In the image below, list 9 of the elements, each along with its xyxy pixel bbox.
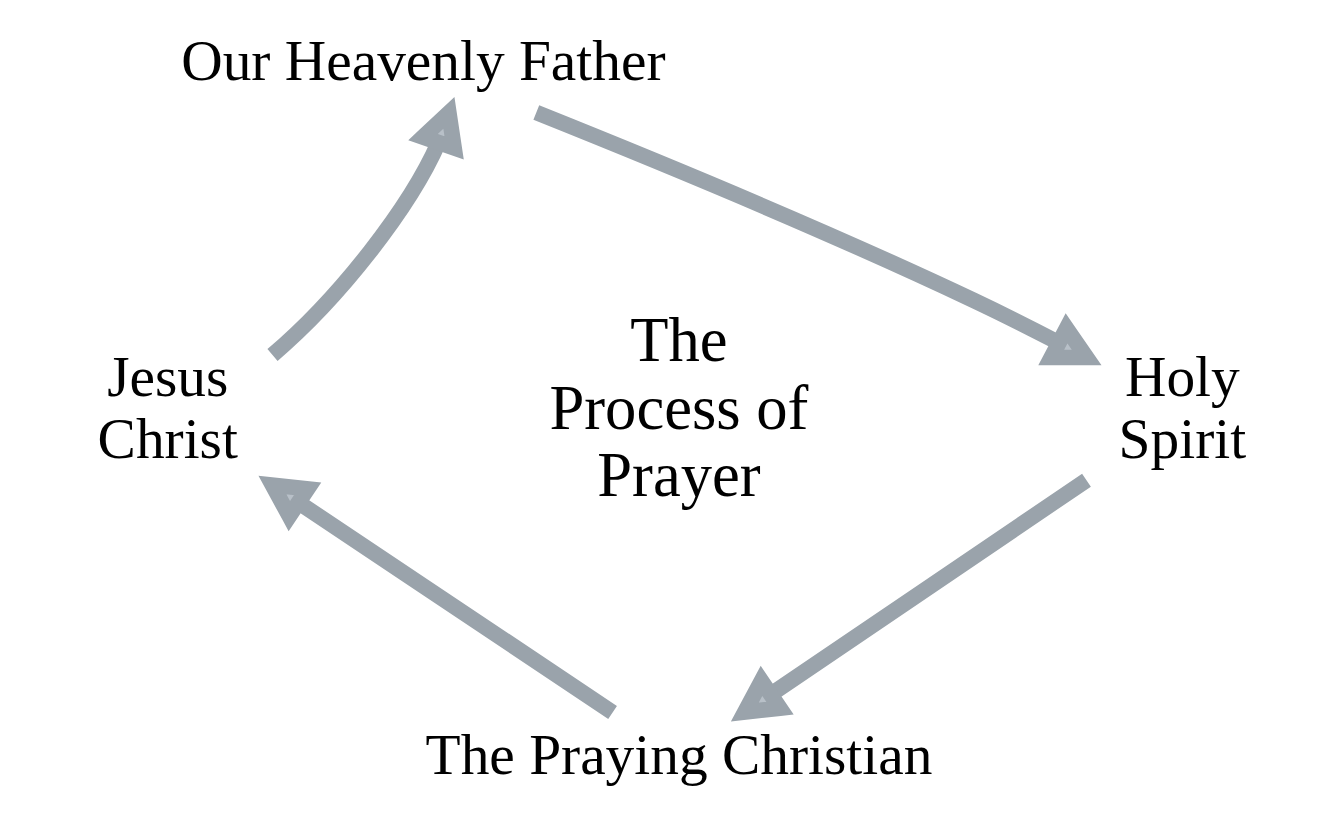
arrow (266, 97, 464, 361)
arrow (730, 473, 1091, 722)
node-text: Jesus Christ (97, 344, 238, 471)
node-text: The Praying Christian (425, 723, 932, 786)
node-text: Our Heavenly Father (180, 29, 666, 93)
arrow (257, 475, 617, 719)
node-text: Holy Spirit (1118, 344, 1246, 471)
arrow (532, 105, 1101, 366)
label: The Process of Prayer (548, 304, 808, 511)
